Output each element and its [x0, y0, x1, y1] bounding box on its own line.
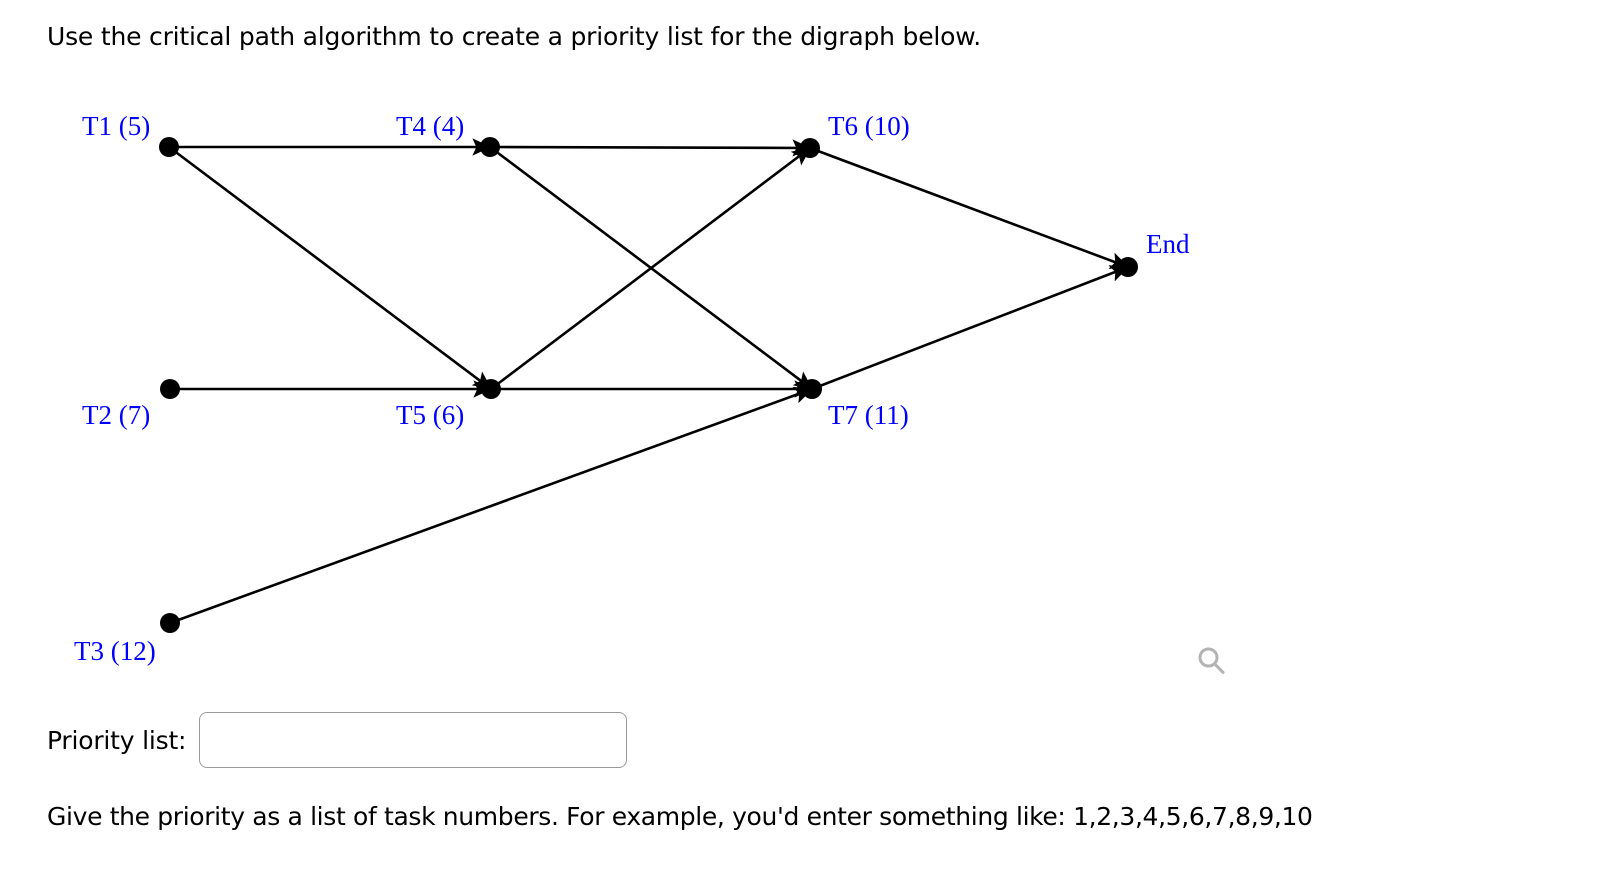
instruction-footer: Give the priority as a list of task numb…	[47, 802, 1313, 831]
edge-group	[168, 138, 1130, 625]
priority-list-row: Priority list:	[47, 712, 628, 768]
node-label-t2: T2 (7)	[82, 400, 150, 430]
node-t7	[802, 379, 822, 399]
edge-t5-t6	[490, 146, 811, 391]
node-t6	[800, 138, 820, 158]
node-group	[159, 137, 1138, 633]
digraph-figure: T1 (5) T4 (4) T6 (10) T2 (7) T5 (6) T7 (…	[0, 80, 1300, 680]
node-t2	[160, 379, 180, 399]
question-prompt: Use the critical path algorithm to creat…	[47, 22, 981, 51]
edge-t4-t6	[489, 139, 812, 157]
node-end	[1118, 257, 1138, 277]
edge-t6-end	[809, 146, 1130, 269]
magnifier-icon-wrapper[interactable]	[1193, 643, 1229, 679]
priority-list-input[interactable]	[199, 712, 628, 768]
node-t1	[159, 137, 179, 157]
node-t3	[160, 613, 180, 633]
node-label-t5: T5 (6)	[396, 400, 464, 430]
node-label-t7: T7 (11)	[828, 400, 909, 430]
priority-list-label: Priority list:	[47, 725, 187, 755]
magnifier-icon[interactable]	[1193, 643, 1229, 679]
edge-t7-end	[811, 265, 1130, 391]
node-label-group: T1 (5) T4 (4) T6 (10) T2 (7) T5 (6) T7 (…	[74, 111, 1190, 666]
node-label-t4: T4 (4)	[396, 111, 464, 141]
node-label-end: End	[1146, 229, 1190, 259]
edge-t3-t7	[169, 386, 814, 625]
node-t4	[480, 137, 500, 157]
edge-t1-t5	[168, 145, 492, 391]
node-t5	[481, 379, 501, 399]
node-label-t3: T3 (12)	[74, 636, 156, 666]
node-label-t6: T6 (10)	[828, 111, 910, 141]
digraph-svg: T1 (5) T4 (4) T6 (10) T2 (7) T5 (6) T7 (…	[74, 111, 1190, 666]
node-label-t1: T1 (5)	[82, 111, 150, 141]
